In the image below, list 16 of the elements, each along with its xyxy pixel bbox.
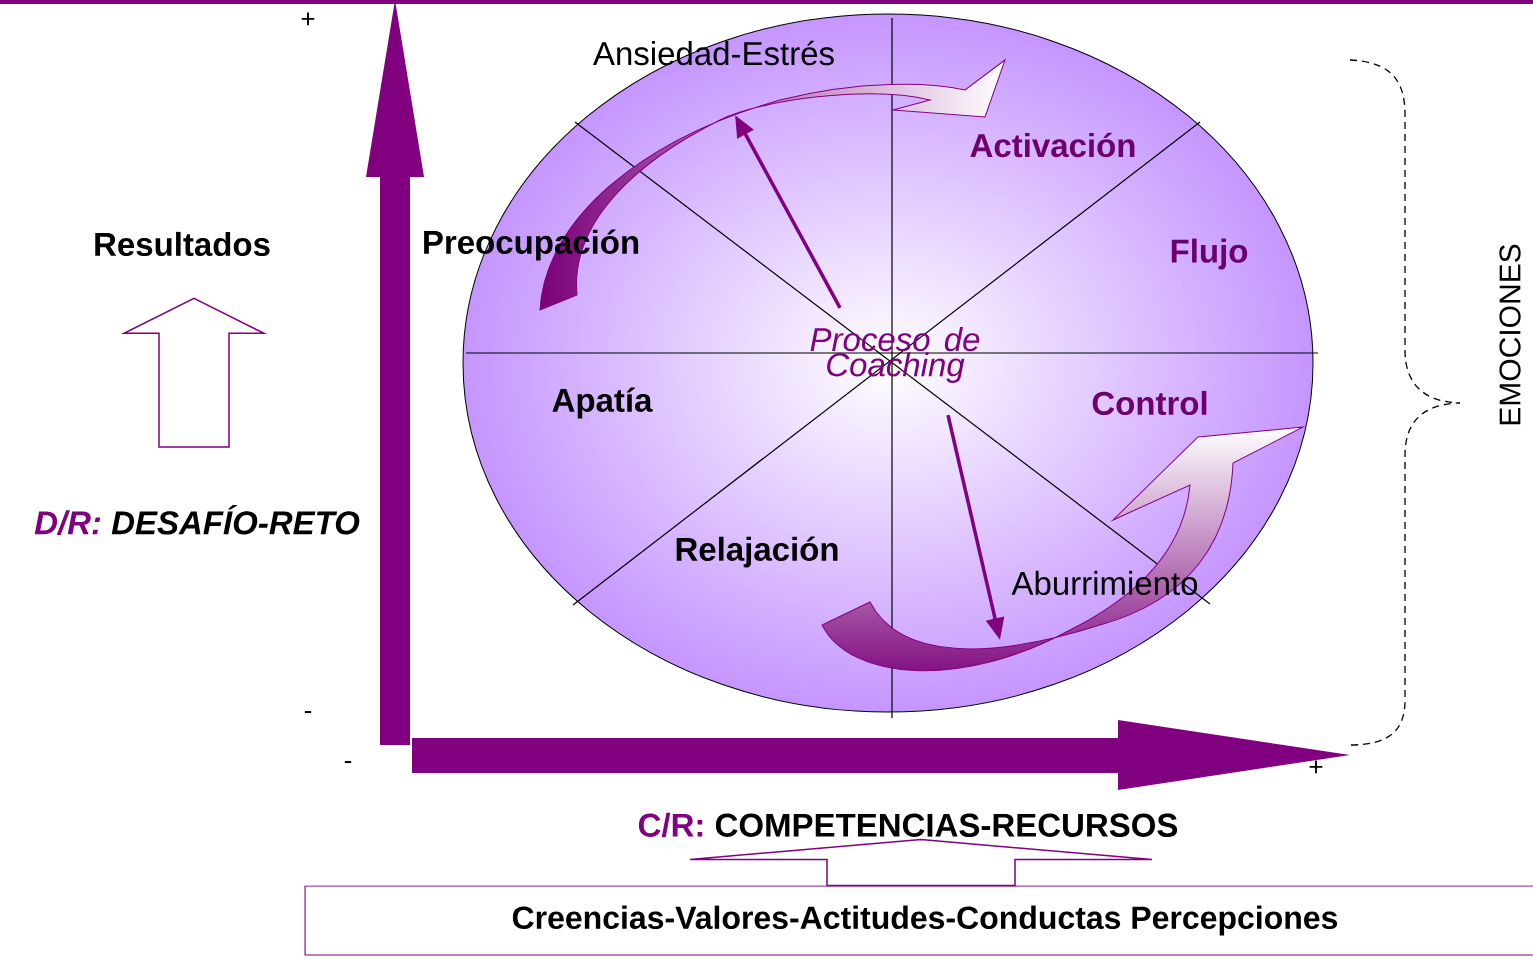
axis-label: C/R: COMPETENCIAS-RECURSOS xyxy=(638,812,1178,838)
sector-label: Apatía xyxy=(552,387,653,419)
sector-label: Relajación xyxy=(676,536,838,568)
axis-label: Resultados xyxy=(95,231,270,257)
axis-sign: + xyxy=(301,12,315,26)
sector-label: Activación xyxy=(970,132,1135,158)
text-box: Creencias-Valores-Actitudes-Conductas Percepciones xyxy=(304,885,1533,956)
block-arrow xyxy=(689,838,1153,887)
axis-sign: - xyxy=(344,761,352,764)
axis-label: D/R: DESAFÍO-RETO xyxy=(34,505,360,535)
sector-label: Control xyxy=(1092,390,1207,416)
sector-label: Flujo xyxy=(1171,238,1248,270)
axis-sign: EMOCIONES xyxy=(1499,244,1521,425)
block-arrow xyxy=(120,297,268,448)
axis-sign: - xyxy=(304,711,312,714)
axis-sign: + xyxy=(1309,760,1323,774)
